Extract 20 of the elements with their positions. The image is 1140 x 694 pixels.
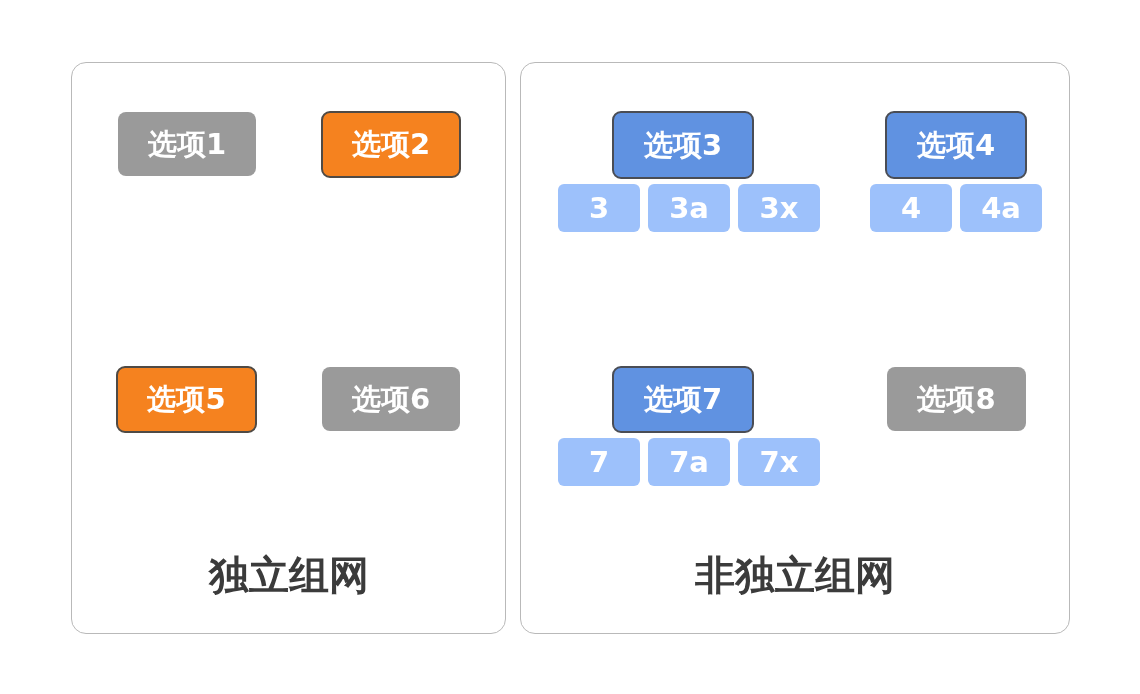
panel-card	[71, 62, 506, 634]
tag-box: 4a	[960, 184, 1042, 232]
panel-card	[520, 62, 1070, 634]
tag-box: 3a	[648, 184, 730, 232]
option-box: 选项3	[612, 111, 754, 179]
tag-box: 3	[558, 184, 640, 232]
option-box: 选项6	[322, 367, 460, 431]
option-box: 选项5	[116, 366, 257, 433]
panel-title: 非独立组网	[694, 551, 896, 599]
tag-box: 7	[558, 438, 640, 486]
option-box: 选项1	[118, 112, 256, 176]
tag-box: 3x	[738, 184, 820, 232]
option-box: 选项8	[887, 367, 1026, 431]
tag-box: 7x	[738, 438, 820, 486]
option-box: 选项2	[321, 111, 461, 178]
option-box: 选项7	[612, 366, 754, 433]
tag-box: 7a	[648, 438, 730, 486]
tag-box: 4	[870, 184, 952, 232]
panel-title: 独立组网	[207, 551, 370, 599]
option-box: 选项4	[885, 111, 1027, 179]
